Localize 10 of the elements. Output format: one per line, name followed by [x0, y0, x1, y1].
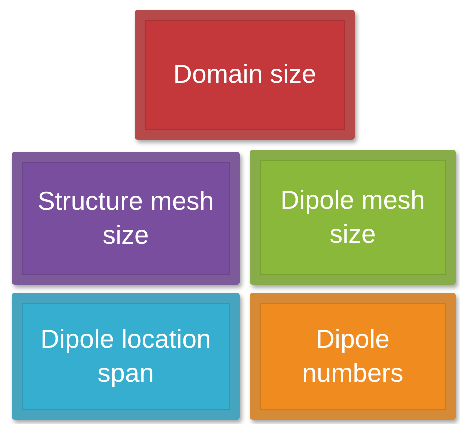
box-label: Dipole mesh size: [280, 184, 426, 250]
text-box: [250, 150, 456, 285]
text-box: [12, 152, 240, 285]
box-label: Dipole numbers: [301, 322, 405, 390]
box-label: Structure mesh size: [36, 184, 216, 252]
box-label: Dipole location span: [40, 322, 212, 390]
box-label: Domain size: [172, 58, 318, 92]
text-box: [135, 10, 355, 140]
text-box: [12, 293, 240, 420]
text-box: [250, 293, 456, 420]
